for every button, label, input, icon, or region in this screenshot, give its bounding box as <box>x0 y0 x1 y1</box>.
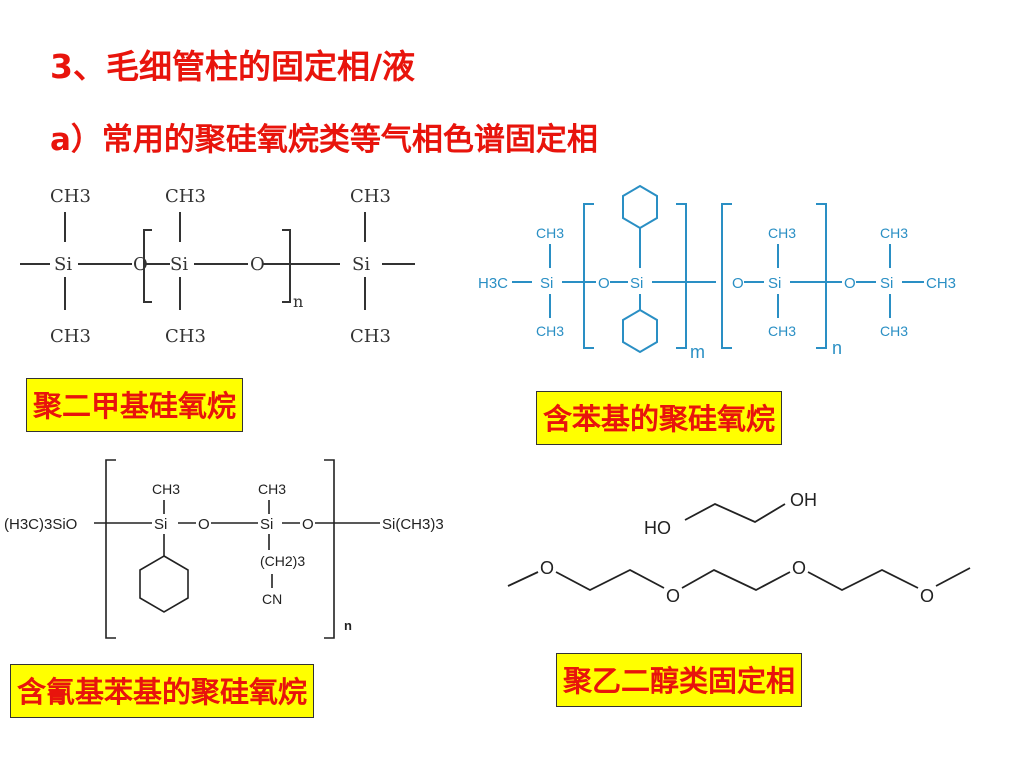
phenyl-bracket-m-left <box>583 203 594 349</box>
phenyl-si-3: Si <box>768 275 781 292</box>
peg-o-1: O <box>540 558 554 578</box>
phenyl-ch3-top-3: CH3 <box>880 225 908 241</box>
cyano-left-end: (H3C)3SiO <box>4 516 77 533</box>
pdms-si-left: Si <box>54 254 72 275</box>
phenyl-ch3-top-1: CH3 <box>536 225 564 241</box>
cyano-n: n <box>344 618 352 633</box>
slide-subtitle: a）常用的聚硅氧烷类等气相色谱固定相 <box>50 122 598 158</box>
cyano-si-2: Si <box>260 516 273 533</box>
peg-o-3: O <box>792 558 806 578</box>
phenyl-o-2: O <box>732 275 744 292</box>
phenyl-caption: 含苯基的聚硅氧烷 <box>536 391 783 445</box>
pdms-si-mid: Si <box>170 254 188 275</box>
peg-chain <box>507 571 539 587</box>
phenyl-o-1: O <box>598 275 610 292</box>
cyano-o-1: O <box>198 516 210 533</box>
pdms-o-2: O <box>250 254 265 275</box>
peg-chain <box>935 567 971 587</box>
cyano-ch3-2: CH3 <box>258 481 286 497</box>
phenyl-si-1: Si <box>540 275 553 292</box>
pdms-ch3-top-left: CH3 <box>50 186 91 207</box>
pdms-n: n <box>293 292 303 311</box>
cyano-ch3-1: CH3 <box>152 481 180 497</box>
cyano-si-1: Si <box>154 516 167 533</box>
pdms-structure: CH3 Si CH3 O CH3 Si CH3 O n CH3 Si CH3 <box>10 172 430 362</box>
cyano-bracket-right <box>324 459 335 639</box>
peg-ho: HO <box>644 518 671 538</box>
pdms-ch3-bottom-mid: CH3 <box>165 326 206 347</box>
peg-oh: OH <box>790 490 817 510</box>
peg-o-2: O <box>666 586 680 606</box>
peg-caption: 聚乙二醇类固定相 <box>556 653 803 707</box>
pdms-si-right: Si <box>352 254 370 275</box>
phenyl-structure: H3C CH3 Si CH3 O Si m O CH3 Si CH3 n O C… <box>470 178 970 378</box>
phenyl-ring-bottom <box>622 308 658 354</box>
cyano-caption: 含氰基苯基的聚硅氧烷 <box>10 664 315 718</box>
pdms-caption: 聚二甲基硅氧烷 <box>26 378 244 432</box>
phenyl-ring-top <box>622 184 658 230</box>
peg-ethylene-glycol-chain <box>684 502 786 524</box>
phenyl-bracket-m-right <box>676 203 687 349</box>
pdms-bracket-left <box>143 229 152 303</box>
pdms-ch3-bottom-left: CH3 <box>50 326 91 347</box>
phenyl-o-3: O <box>844 275 856 292</box>
phenyl-m: m <box>690 342 705 362</box>
cyano-o-2: O <box>302 516 314 533</box>
phenyl-h3c: H3C <box>478 275 508 292</box>
phenyl-ch3-bottom-1: CH3 <box>536 323 564 339</box>
slide-title: 3、毛细管柱的固定相/液 <box>50 47 416 86</box>
phenyl-bracket-n-right <box>816 203 827 349</box>
cyano-ch2: (CH2)3 <box>260 553 305 569</box>
peg-chain <box>807 568 919 592</box>
phenyl-si-2: Si <box>630 275 643 292</box>
pdms-ch3-top-right: CH3 <box>350 186 391 207</box>
pdms-ch3-top-mid: CH3 <box>165 186 206 207</box>
cyano-structure: (H3C)3SiO CH3 Si O CH3 Si (CH2)3 CN O n … <box>2 456 482 646</box>
phenyl-ch3-right: CH3 <box>926 275 956 292</box>
phenyl-ch3-top-2: CH3 <box>768 225 796 241</box>
peg-structure: HO OH O O O O <box>500 474 980 614</box>
cyano-cn: CN <box>262 591 282 607</box>
cyano-bracket-left <box>105 459 116 639</box>
cyano-right-end: Si(CH3)3 <box>382 516 444 533</box>
pdms-ch3-bottom-right: CH3 <box>350 326 391 347</box>
phenyl-bracket-n-left <box>721 203 732 349</box>
peg-chain <box>681 568 791 592</box>
cyano-phenyl-ring <box>139 555 189 613</box>
peg-o-4: O <box>920 586 934 606</box>
phenyl-n: n <box>832 338 842 358</box>
phenyl-ch3-bottom-3: CH3 <box>880 323 908 339</box>
pdms-bracket-right <box>282 229 291 303</box>
phenyl-si-4: Si <box>880 275 893 292</box>
peg-chain <box>555 568 665 592</box>
phenyl-ch3-bottom-2: CH3 <box>768 323 796 339</box>
